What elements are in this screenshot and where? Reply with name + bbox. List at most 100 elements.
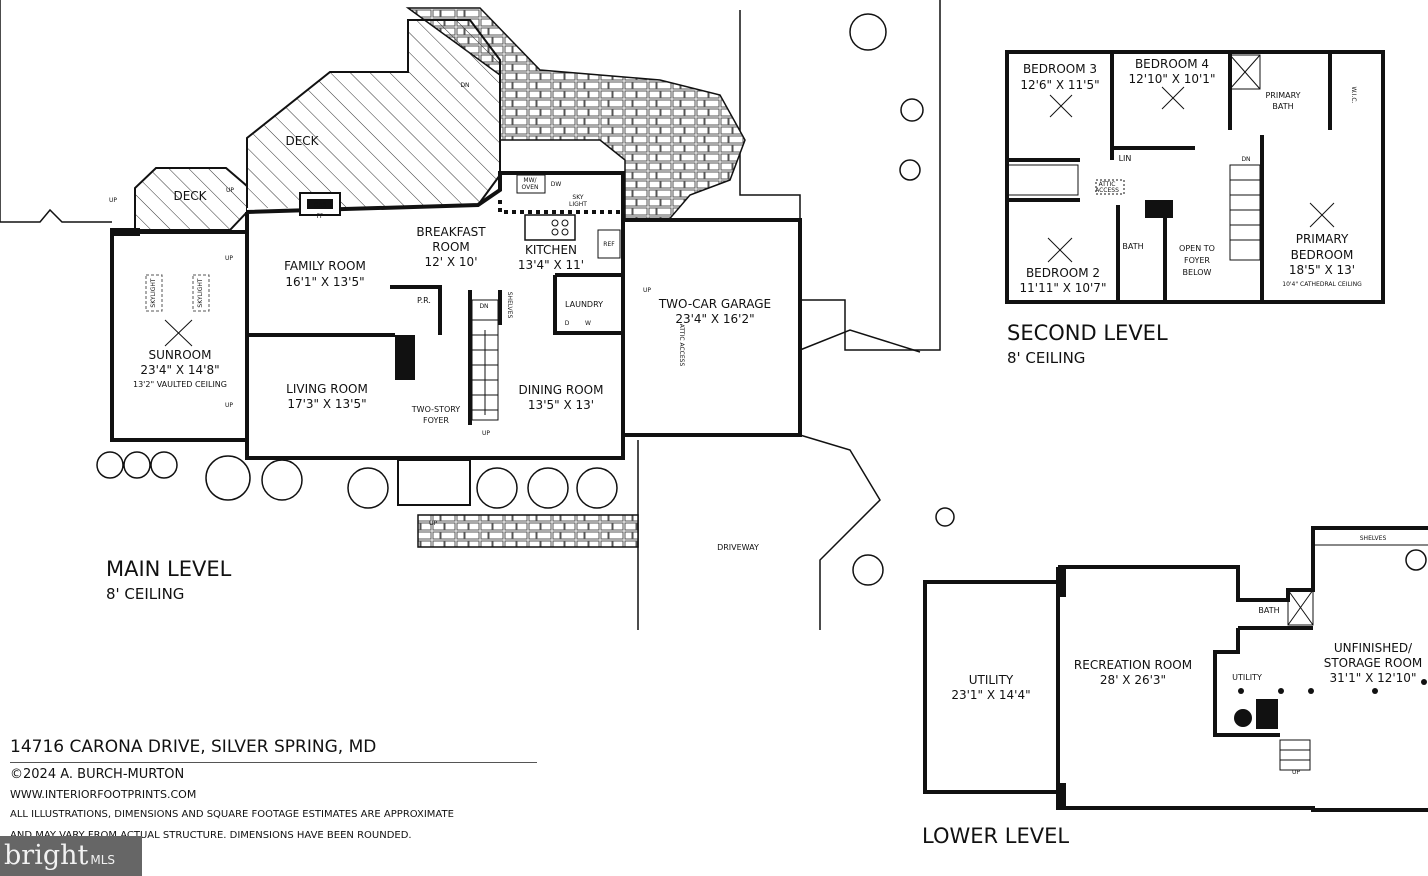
sunroom-note: 13'2" VAULTED CEILING: [133, 380, 227, 389]
living-room-dims: 17'3" X 13'5": [287, 397, 366, 411]
living-room-name: LIVING ROOM: [286, 382, 368, 396]
open-to-foyer-label-3: BELOW: [1183, 268, 1212, 277]
attic-access-label-2: ATTIC: [1099, 181, 1116, 188]
main-level-walls: [110, 171, 802, 506]
lower-level-walls: [923, 526, 1428, 812]
open-to-foyer-label: OPEN TO: [1179, 244, 1215, 253]
skylight-2: [192, 274, 210, 312]
up-label: UP: [429, 520, 437, 527]
trees: [96, 13, 1427, 586]
second-level-title: SECOND LEVEL: [1007, 321, 1168, 345]
garage-name: TWO-CAR GARAGE: [658, 297, 771, 311]
up-label: UP: [225, 255, 233, 262]
bedroom2-dims: 11'11" X 10'7": [1020, 281, 1107, 295]
skylight-label-1: SKYLIGHT: [150, 278, 157, 307]
mw-oven-label: MW/: [523, 177, 537, 184]
mw-oven-label-2: OVEN: [521, 184, 538, 191]
family-room-name: FAMILY ROOM: [284, 259, 366, 273]
foyer-label: TWO-STORY: [411, 405, 461, 414]
wic-label: W.I.C.: [1350, 87, 1357, 104]
website: WWW.INTERIORFOOTPRINTS.COM: [10, 788, 197, 801]
skylight-kitchen-label-2: LIGHT: [569, 201, 587, 208]
bedroom4-dims: 12'10" X 10'1": [1129, 72, 1216, 86]
primary-bath-label: PRIMARY: [1265, 91, 1300, 100]
deck-large: [246, 19, 501, 213]
bath-label-second: BATH: [1122, 242, 1143, 251]
bedroom4-name: BEDROOM 4: [1135, 57, 1209, 71]
garage-dims: 23'4" X 16'2": [675, 312, 754, 326]
watermark-brand: bright: [4, 840, 89, 871]
washer-label: W: [585, 320, 591, 327]
second-level-walls: [1005, 50, 1385, 304]
copyright: ©2024 A. BURCH-MURTON: [10, 767, 185, 782]
laundry-label: LAUNDRY: [565, 300, 603, 309]
dn-label-second: DN: [1241, 156, 1250, 163]
footer-divider: [10, 762, 537, 763]
ceiling-fan-icons-second: [1047, 86, 1335, 263]
shelves-label: SHELVES: [506, 292, 513, 319]
sunroom-name: SUNROOM: [149, 348, 212, 362]
open-to-foyer-label-2: FOYER: [1184, 256, 1210, 265]
utility-large-name: UTILITY: [969, 673, 1014, 687]
utility-large-dims: 23'1" X 14'4": [951, 688, 1030, 702]
storage-room-dims: 31'1" X 12'10": [1330, 671, 1417, 685]
lin-label: LIN: [1119, 154, 1132, 163]
driveway-label: DRIVEWAY: [717, 543, 759, 552]
up-label: UP: [482, 430, 490, 437]
breakfast-room-dims: 12' X 10': [425, 255, 478, 269]
recreation-room-name: RECREATION ROOM: [1074, 658, 1192, 672]
deck-small-label: DECK: [173, 189, 207, 203]
bedroom3-name: BEDROOM 3: [1023, 62, 1097, 76]
primary-bath-label-2: BATH: [1272, 102, 1293, 111]
primary-bedroom-name-2: BEDROOM: [1291, 248, 1354, 262]
attic-access-label-3: ACCESS: [1095, 187, 1119, 194]
up-label: UP: [109, 197, 117, 204]
attic-access-label: ATTIC ACCESS: [678, 324, 685, 367]
bedroom3-dims: 12'6" X 11'5": [1020, 78, 1099, 92]
primary-bedroom-name: PRIMARY: [1296, 232, 1349, 246]
dining-room-name: DINING ROOM: [519, 383, 604, 397]
gas-fp-label: GAS: [314, 202, 327, 209]
up-label-lower: UP: [1292, 769, 1300, 776]
storage-room-name: UNFINISHED/: [1334, 641, 1413, 655]
dryer-label: D: [565, 320, 570, 327]
ceiling-fan-icon: [164, 319, 193, 347]
gas-fp-label-2: FP: [316, 213, 323, 220]
storage-room-name-2: STORAGE ROOM: [1324, 656, 1423, 670]
shelves-label-lower: SHELVES: [1360, 535, 1387, 542]
up-label: UP: [226, 187, 234, 194]
primary-bedroom-dims: 18'5" X 13': [1289, 263, 1355, 277]
breakfast-room-name: BREAKFAST: [416, 225, 486, 239]
main-level-ceiling: 8' CEILING: [106, 585, 184, 603]
dn-label: DN: [479, 303, 488, 310]
bedroom2-name: BEDROOM 2: [1026, 266, 1100, 280]
skylight-label-2: SKYLIGHT: [197, 278, 204, 307]
bath-label-lower: BATH: [1258, 606, 1279, 615]
watermark-suffix: MLS: [90, 853, 116, 867]
powder-room-label: P.R.: [417, 296, 431, 305]
primary-bedroom-note: 10'4" CATHEDRAL CEILING: [1282, 281, 1362, 288]
disclaimer-line-2: AND MAY VARY FROM ACTUAL STRUCTURE. DIME…: [10, 830, 412, 841]
front-walk: [417, 514, 639, 548]
dw-label: DW: [551, 181, 562, 188]
disclaimer-line-1: ALL ILLUSTRATIONS, DIMENSIONS AND SQUARE…: [10, 809, 454, 820]
breakfast-room-name-2: ROOM: [432, 240, 470, 254]
lower-level-title: LOWER LEVEL: [922, 824, 1069, 848]
main-level-title: MAIN LEVEL: [106, 557, 232, 581]
up-label: UP: [225, 402, 233, 409]
skylight-kitchen-label: SKY: [572, 194, 584, 201]
foyer-label-2: FOYER: [423, 416, 449, 425]
family-room-dims: 16'1" X 13'5": [285, 275, 364, 289]
kitchen-name: KITCHEN: [525, 243, 577, 257]
deck-large-label: DECK: [285, 134, 319, 148]
ref-label: REF: [603, 241, 615, 248]
address: 14716 CARONA DRIVE, SILVER SPRING, MD: [10, 737, 377, 757]
deck-small: [134, 167, 248, 231]
kitchen-dims: 13'4" X 11': [518, 258, 584, 272]
dn-label: DN: [460, 82, 469, 89]
skylight-1: [145, 274, 163, 312]
sunroom-dims: 23'4" X 14'8": [140, 363, 219, 377]
recreation-room-dims: 28' X 26'3": [1100, 673, 1166, 687]
